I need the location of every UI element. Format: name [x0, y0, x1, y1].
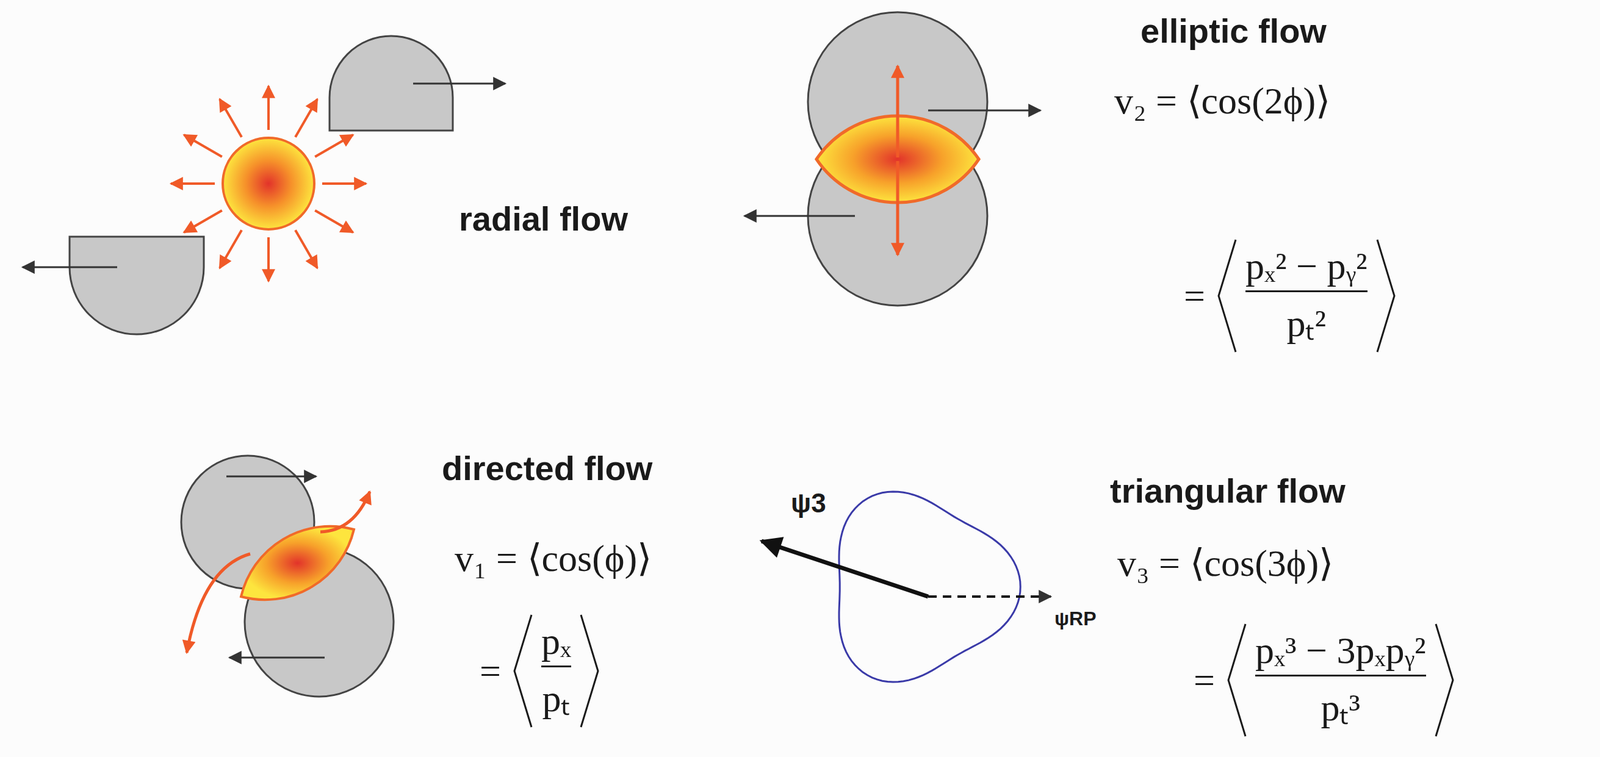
radial-arrows — [170, 86, 367, 282]
motion-arrow — [744, 215, 855, 218]
angle-label: ψ3 — [790, 488, 827, 519]
angle-bracket — [1213, 237, 1241, 355]
angle-label: ψRP — [1054, 607, 1097, 631]
angle-bracket — [576, 612, 603, 730]
formula-fraction: = pₓ² − pᵧ² pₜ² — [1183, 237, 1400, 355]
radial-arrow — [183, 134, 222, 157]
flow-arrow — [186, 554, 251, 653]
flow-arrow — [896, 65, 900, 158]
motion-arrow — [928, 109, 1041, 112]
motion-arrow — [229, 657, 325, 660]
fraction-bar — [541, 665, 572, 668]
formula: v₃ = ⟨cos(3ϕ)⟩ — [1117, 540, 1334, 586]
fraction: pₓ³ − 3pₓpᵧ² pₜ³ — [1250, 629, 1431, 732]
reaction-plane-arrow — [928, 595, 1051, 599]
numerator: pₓ — [541, 619, 572, 664]
flow-title: radial flow — [458, 198, 628, 239]
psi3-arrow — [761, 541, 929, 597]
formula-fraction: = pₓ³ − 3pₓpᵧ² pₜ³ — [1193, 621, 1458, 739]
radial-arrow — [295, 98, 318, 137]
denominator: pₜ² — [1286, 295, 1327, 348]
formula-fraction: = pₓ pₜ — [479, 612, 603, 730]
fireball — [222, 137, 315, 230]
flow-title: triangular flow — [1109, 471, 1346, 511]
triangular-outline — [839, 491, 1021, 683]
angle-bracket — [509, 612, 537, 730]
radial-arrow — [219, 98, 242, 137]
radial-arrow — [295, 230, 318, 268]
motion-arrow — [226, 475, 317, 478]
radial-arrow — [183, 210, 222, 233]
flow-title: elliptic flow — [1140, 10, 1327, 51]
flow-arrow — [896, 161, 900, 256]
angle-bracket — [1430, 621, 1458, 739]
radial-arrow — [322, 182, 367, 185]
flow-title: directed flow — [441, 448, 653, 489]
fraction-bar — [1255, 674, 1427, 677]
angle-bracket — [1372, 237, 1400, 355]
radial-arrow — [170, 182, 215, 185]
radial-arrow — [314, 134, 353, 157]
motion-arrow — [22, 266, 118, 269]
radial-arrow — [267, 86, 270, 130]
denominator: pₜ³ — [1320, 680, 1361, 732]
radial-arrow — [267, 237, 270, 282]
numerator: pₓ² − pᵧ² — [1245, 244, 1368, 289]
flow-arrow — [320, 491, 370, 533]
numerator: pₓ³ − 3pₓpᵧ² — [1255, 629, 1427, 673]
fraction-bar — [1245, 290, 1368, 293]
nucleus-half — [69, 236, 204, 335]
formula: v₂ = ⟨cos(2ϕ)⟩ — [1114, 78, 1331, 123]
angle-bracket — [1223, 621, 1251, 739]
fraction: pₓ pₜ — [536, 619, 577, 723]
denominator: pₜ — [541, 671, 570, 723]
formula: v₁ = ⟨cos(ϕ)⟩ — [454, 535, 652, 581]
radial-arrow — [219, 230, 242, 268]
equals-sign: = — [479, 649, 501, 694]
equals-sign: = — [1193, 659, 1215, 703]
fraction: pₓ² − pᵧ² pₜ² — [1240, 244, 1373, 348]
radial-arrow — [314, 210, 353, 233]
overlap-zone — [241, 526, 354, 600]
motion-arrow — [413, 82, 506, 85]
equals-sign: = — [1183, 274, 1206, 318]
